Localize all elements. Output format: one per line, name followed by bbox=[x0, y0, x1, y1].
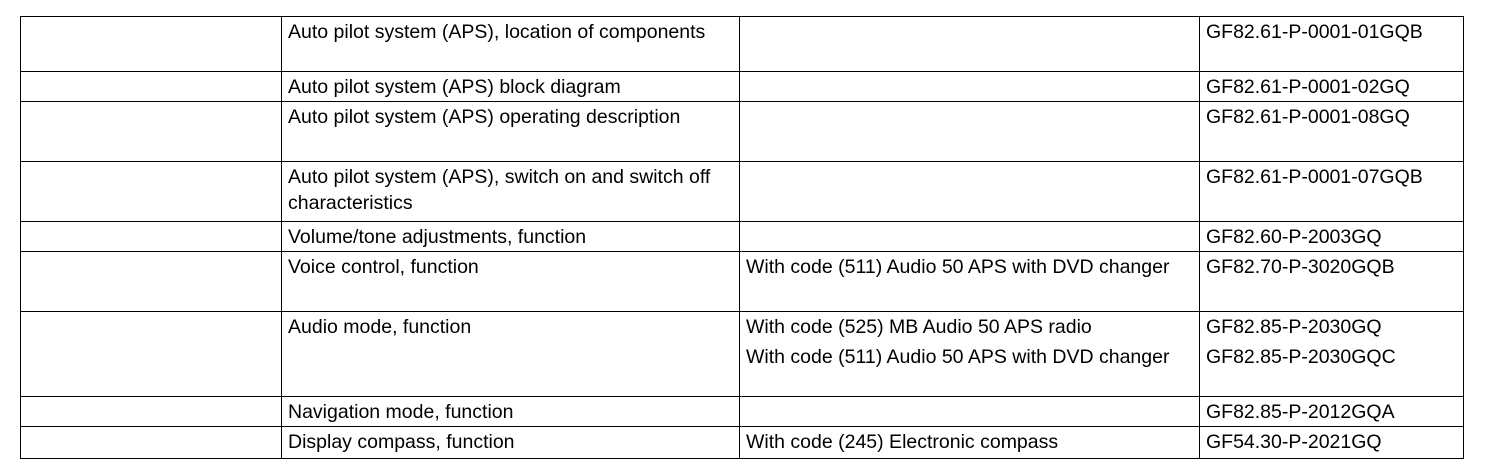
document-code-cell: GF82.85-P-2012GQA bbox=[1199, 396, 1464, 427]
document-title-cell: Auto pilot system (APS), switch on and s… bbox=[281, 161, 740, 222]
document-title-cell: Auto pilot system (APS) operating descri… bbox=[281, 101, 740, 162]
document-code-link[interactable]: GF82.85-P-2012GQA bbox=[1206, 401, 1395, 423]
empty-cell bbox=[20, 101, 282, 162]
document-code-link[interactable]: GF82.85-P-2030GQC bbox=[1206, 346, 1396, 368]
empty-cell bbox=[20, 221, 282, 252]
empty-cell bbox=[20, 426, 282, 459]
document-title-cell: Audio mode, function bbox=[281, 311, 740, 397]
empty-cell bbox=[20, 16, 282, 72]
document-code-link[interactable]: GF82.61-P-0001-07GQB bbox=[1206, 166, 1423, 188]
document-title-cell: Voice control, function bbox=[281, 251, 740, 312]
table-row: Navigation mode, function GF82.85-P-2012G… bbox=[20, 396, 1464, 427]
document-code-link[interactable]: GF54.30-P-2021GQ bbox=[1206, 431, 1382, 453]
condition-cell bbox=[739, 101, 1200, 162]
document-code-cell: GF82.61-P-0001-02GQ bbox=[1199, 71, 1464, 102]
document-code-cell: GF82.61-P-0001-08GQ bbox=[1199, 101, 1464, 162]
document-code-link[interactable]: GF82.70-P-3020GQB bbox=[1206, 256, 1395, 278]
document-code-link[interactable]: GF82.61-P-0001-08GQ bbox=[1206, 106, 1410, 128]
condition-text: With code (511) Audio 50 APS with DVD ch… bbox=[746, 256, 1170, 278]
document-code-cell: GF82.60-P-2003GQ bbox=[1199, 221, 1464, 252]
document-title-cell: Display compass, function bbox=[281, 426, 740, 459]
table-row: Voice control, function With code (511) A… bbox=[20, 251, 1464, 312]
empty-cell bbox=[20, 71, 282, 102]
condition-cell bbox=[739, 221, 1200, 252]
document-table: Auto pilot system (APS), location of com… bbox=[20, 16, 1464, 459]
document-code-link[interactable]: GF82.61-P-0001-01GQB bbox=[1206, 21, 1423, 43]
empty-cell bbox=[20, 161, 282, 222]
document-title-cell: Navigation mode, function bbox=[281, 396, 740, 427]
empty-cell bbox=[20, 251, 282, 312]
condition-text: With code (245) Electronic compass bbox=[746, 431, 1059, 453]
table-row: Volume/tone adjustments, function GF82.60… bbox=[20, 221, 1464, 252]
condition-cell bbox=[739, 396, 1200, 427]
empty-cell bbox=[20, 311, 282, 397]
condition-text: With code (511) Audio 50 APS with DVD ch… bbox=[746, 346, 1170, 368]
table-row: Display compass, function With code (245)… bbox=[20, 426, 1464, 459]
empty-cell bbox=[20, 396, 282, 427]
condition-cell bbox=[739, 71, 1200, 102]
condition-cell bbox=[739, 16, 1200, 72]
document-code-cell: GF54.30-P-2021GQ bbox=[1199, 426, 1464, 459]
condition-text: With code (525) MB Audio 50 APS radio bbox=[746, 316, 1092, 338]
table-row: Auto pilot system (APS) operating descri… bbox=[20, 101, 1464, 162]
document-code-cell: GF82.61-P-0001-07GQB bbox=[1199, 161, 1464, 222]
document-code-cell: GF82.70-P-3020GQB bbox=[1199, 251, 1464, 312]
condition-cell bbox=[739, 161, 1200, 222]
table-row: Auto pilot system (APS) block diagram GF8… bbox=[20, 71, 1464, 102]
document-title-cell: Auto pilot system (APS), location of com… bbox=[281, 16, 740, 72]
document-code-cell: GF82.61-P-0001-01GQB bbox=[1199, 16, 1464, 72]
document-title-cell: Volume/tone adjustments, function bbox=[281, 221, 740, 252]
table-body: Auto pilot system (APS), location of com… bbox=[20, 16, 1464, 459]
document-code-link[interactable]: GF82.61-P-0001-02GQ bbox=[1206, 76, 1410, 98]
condition-cell: With code (511) Audio 50 APS with DVD ch… bbox=[739, 251, 1200, 312]
document-code-link[interactable]: GF82.60-P-2003GQ bbox=[1206, 226, 1382, 248]
table-row: Auto pilot system (APS), switch on and s… bbox=[20, 161, 1464, 222]
condition-cell: With code (245) Electronic compass bbox=[739, 426, 1200, 459]
document-code-link[interactable]: GF82.85-P-2030GQ bbox=[1206, 316, 1382, 338]
document-code-cell: GF82.85-P-2030GQ GF82.85-P-2030GQC bbox=[1199, 311, 1464, 397]
document-title-cell: Auto pilot system (APS) block diagram bbox=[281, 71, 740, 102]
table-row: Auto pilot system (APS), location of com… bbox=[20, 16, 1464, 72]
